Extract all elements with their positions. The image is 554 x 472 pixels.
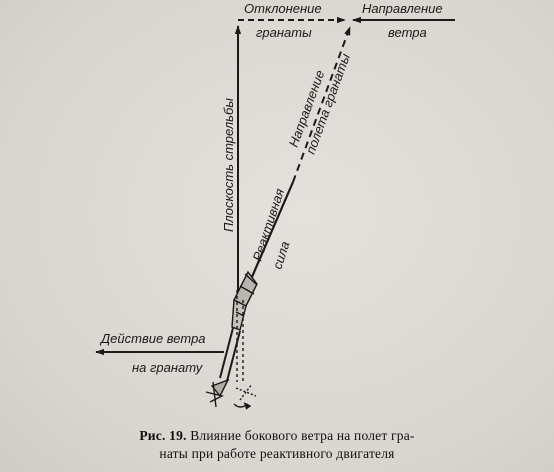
wind-direction-label-2: ветра [388,25,427,40]
figure-number: Рис. 19. [139,428,187,443]
figure-caption-2: наты при работе реактивного двигателя [0,446,554,462]
caption-line-2: наты при работе реактивного двигателя [159,446,395,461]
wind-action-label: Действие ветра [99,331,206,346]
grenade-illustration [205,270,258,410]
deviation-label: Отклонение [244,1,322,16]
firing-plane-label: Плоскость стрельбы [221,98,236,232]
reactive-force-label-2: сила [270,239,293,271]
wind-action-label-2: на гранату [132,360,204,375]
deviation-label-2: гранаты [256,25,312,40]
flight-direction-arrow [292,26,351,183]
caption-line-1: Влияние бокового ветра на полет гра- [190,428,415,443]
figure-caption: Рис. 19. Влияние бокового ветра на полет… [0,428,554,444]
wind-direction-label: Направление [362,1,443,16]
